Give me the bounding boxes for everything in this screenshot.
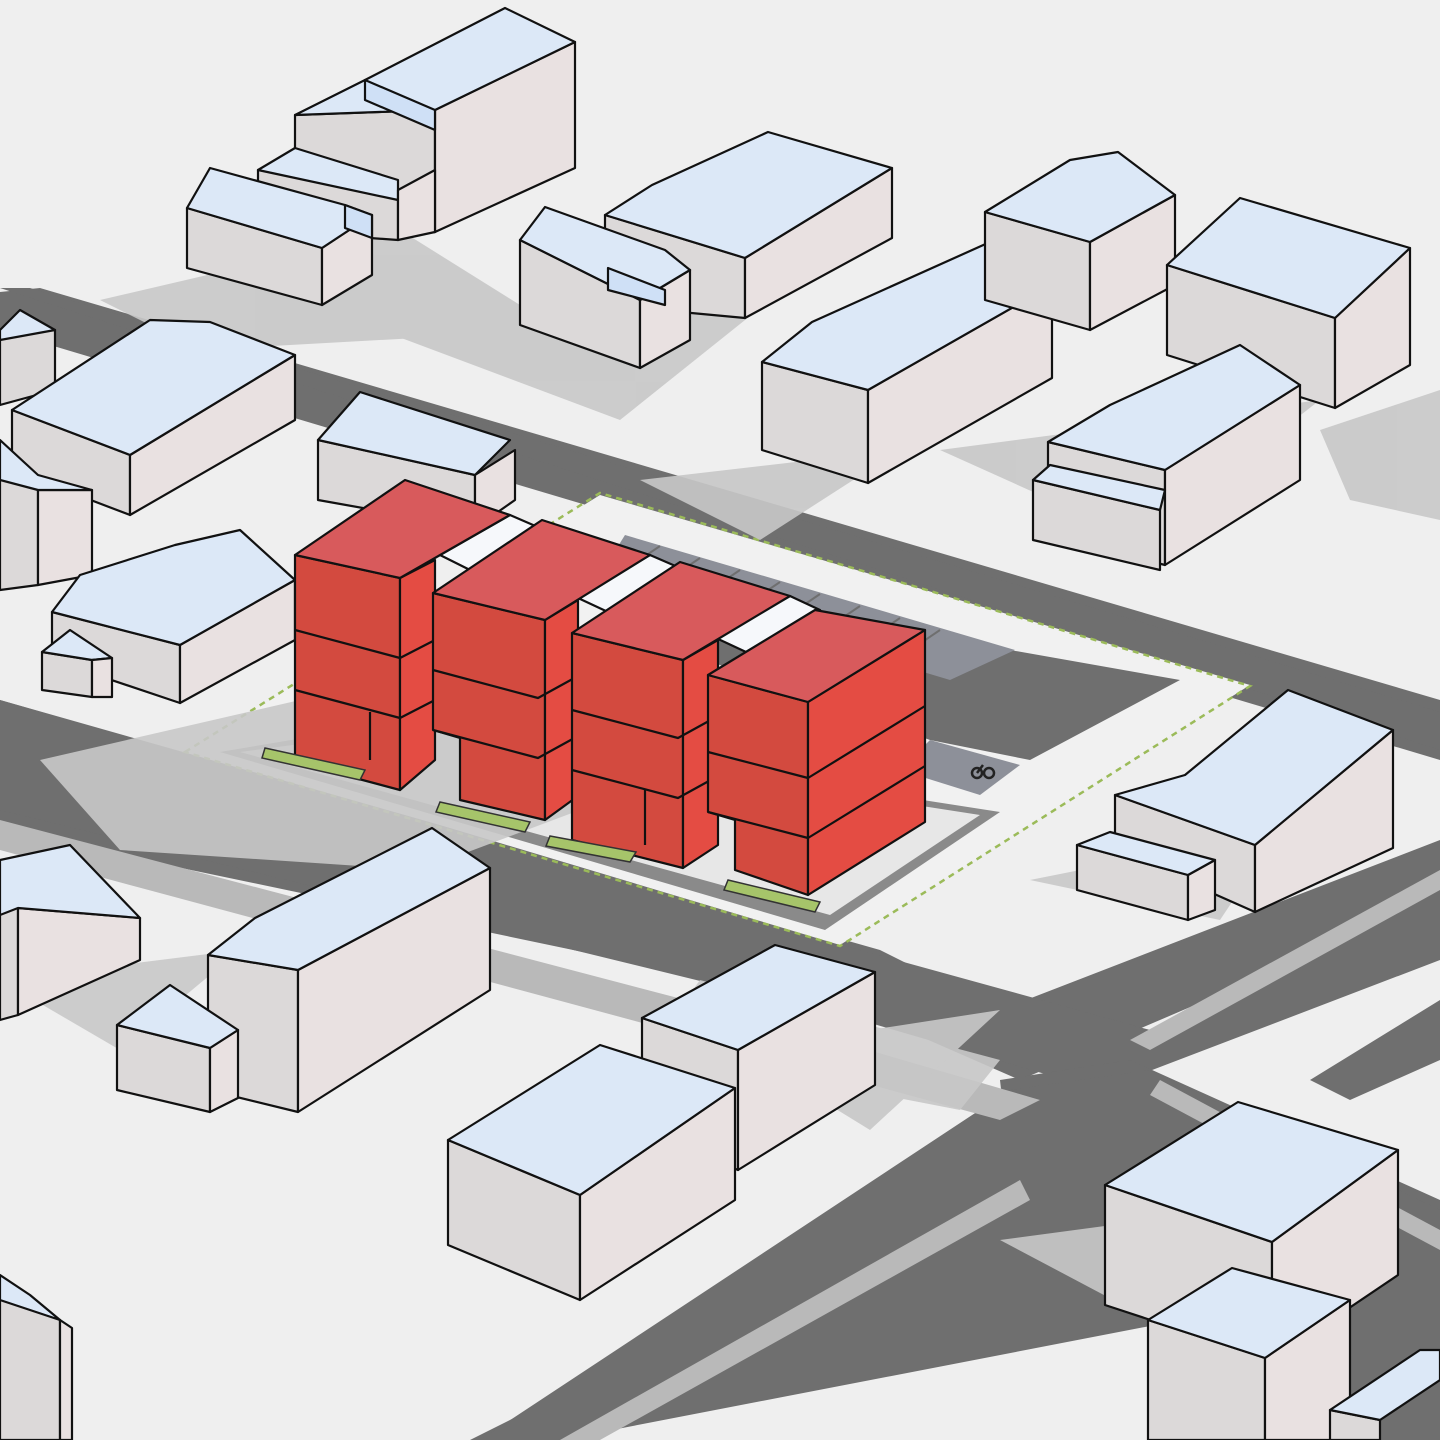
- landscape-strip: [544, 835, 638, 863]
- proposed-building-4: [706, 608, 927, 897]
- context-building: [1075, 830, 1217, 922]
- context-building: [0, 1273, 74, 1440]
- bike-parking-pad: [900, 740, 1020, 795]
- context-building: [185, 166, 374, 307]
- context-building: [40, 528, 297, 705]
- context-building: [1328, 1348, 1440, 1440]
- main-street: [0, 700, 1440, 1080]
- context-buildings: [0, 6, 1440, 1440]
- landscape-strip: [261, 747, 367, 781]
- context-building: [983, 150, 1177, 332]
- site-boundary: [181, 491, 1253, 948]
- landscape-strip: [722, 879, 822, 913]
- context-building: [518, 205, 692, 370]
- proposed-building-2: [431, 518, 652, 822]
- context-building: [0, 438, 94, 592]
- context-building: [446, 1043, 737, 1302]
- proposed-buildings: [261, 478, 927, 913]
- context-building: [0, 843, 142, 1022]
- context-building: [760, 240, 1054, 485]
- proposed-building-1: [293, 478, 512, 792]
- context-building: [115, 983, 240, 1114]
- bicycle-parking-icon: [970, 764, 996, 780]
- landscape-strip: [434, 801, 532, 833]
- proposed-building-3: [570, 560, 792, 870]
- context-building: [1165, 196, 1412, 410]
- context-building: [1146, 1266, 1352, 1440]
- context-building: [1031, 343, 1302, 572]
- context-building: [0, 308, 57, 407]
